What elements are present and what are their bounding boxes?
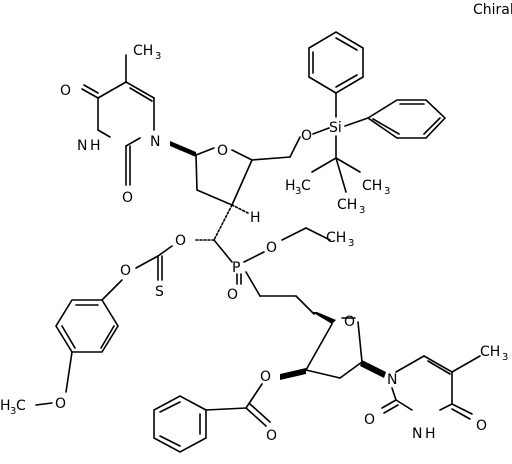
silyl-ether-linkage xyxy=(251,127,330,161)
methoxy-o: O xyxy=(55,396,66,412)
bottom-sugar-ring-o: O xyxy=(344,314,355,330)
benzoate-group xyxy=(205,368,306,427)
tert-butyl-group xyxy=(311,135,361,193)
bottom-thymine-h: H xyxy=(425,426,436,442)
bottom-glycosidic-bond xyxy=(360,360,386,378)
aryl-ether-o: O xyxy=(120,263,131,279)
methoxyphenyl-ring xyxy=(55,279,123,393)
bottom-thymine-o2: O xyxy=(364,412,375,428)
ethyl-ch3-sub: 3 xyxy=(348,238,354,249)
top-sugar-ring-o: O xyxy=(217,143,228,159)
ethyl-ch3: CH xyxy=(326,230,346,246)
c3-methine-linker xyxy=(193,204,249,263)
tbu-ch3-right-sub: 3 xyxy=(384,186,390,197)
silicon-atom: Si xyxy=(329,120,342,136)
bottom-thymine-methyl: CH xyxy=(480,344,500,360)
tbu-h3c-sub: 3 xyxy=(295,186,301,197)
top-thymine-n1: N xyxy=(150,134,160,150)
bottom-thymine-n3: N xyxy=(412,426,422,442)
si-phenyl-top xyxy=(308,31,364,118)
tbu-ch3-bottom: CH xyxy=(337,197,357,213)
tbu-ch3-bottom-sub: 3 xyxy=(359,205,365,216)
top-thymine-methyl-sub: 3 xyxy=(155,51,161,62)
ethylene-linker xyxy=(259,295,315,315)
ethoxy-o: O xyxy=(266,240,277,256)
phosphorus-atom: P xyxy=(232,260,240,276)
top-thymine-methyl: CH xyxy=(133,43,153,59)
bottom-thymine-ring xyxy=(381,355,481,420)
benzoate-ester-o: O xyxy=(260,369,271,385)
phosphoryl-o: O xyxy=(227,287,238,303)
thiocarbonyl-s: S xyxy=(155,284,164,300)
top-thymine-n3: N xyxy=(77,138,87,154)
benzoyl-phenyl-ring xyxy=(153,395,207,453)
top-sugar-ring xyxy=(170,141,253,206)
silyl-ether-o: O xyxy=(301,128,312,144)
carbonate-o: O xyxy=(175,233,186,249)
top-thymine-o4: O xyxy=(60,83,71,99)
tbu-h3c-h: H xyxy=(285,178,296,194)
bottom-thymine-methyl-sub: 3 xyxy=(502,352,508,363)
chiral-label: Chiral xyxy=(473,2,512,18)
bottom-sugar-ring xyxy=(305,312,363,379)
top-thymine-o2: O xyxy=(122,190,133,206)
top-thymine xyxy=(81,54,155,186)
tbu-ch3-right: CH xyxy=(362,178,382,194)
phosphinate-bonds xyxy=(236,227,331,297)
benzoate-carbonyl-o: O xyxy=(266,428,277,444)
methoxy-sub: 3 xyxy=(10,406,16,417)
top-thymine-h: H xyxy=(90,138,101,154)
top-sugar-h: H xyxy=(250,210,261,226)
thiocarbonate-group xyxy=(135,245,173,281)
methoxy-c: C xyxy=(16,398,26,414)
methoxy-h: H xyxy=(0,398,11,414)
si-phenyl-right xyxy=(344,99,447,139)
methoxy-bond xyxy=(35,402,53,406)
tbu-h3c-c: C xyxy=(301,178,311,194)
bottom-thymine-o4: O xyxy=(476,418,487,434)
bottom-thymine-n1: N xyxy=(387,372,397,388)
